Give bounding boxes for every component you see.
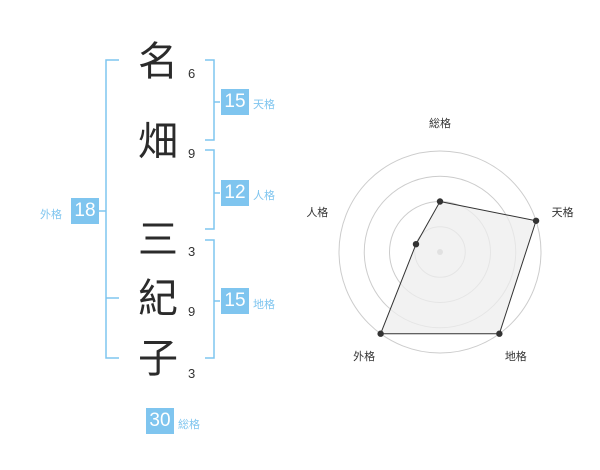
gaikaku-label: 外格 <box>40 208 62 221</box>
name-char-4: 紀 <box>138 276 178 322</box>
gaikaku-bracket <box>105 59 119 359</box>
name-char-2: 畑 <box>138 119 178 165</box>
radar-polygon <box>379 200 537 335</box>
jinkaku-label: 人格 <box>253 189 275 202</box>
name-char-3: 三 <box>138 217 178 263</box>
radar-axis-label-4: 外格 <box>353 350 376 364</box>
tenkaku-value: 15 <box>221 89 249 115</box>
radar-point-2 <box>532 217 540 224</box>
radar-axis-label-2: 天格 <box>551 206 574 220</box>
radar-axis-label-3: 地格 <box>504 350 527 364</box>
stroke-count-2: 9 <box>188 146 196 161</box>
stroke-count-3: 3 <box>188 244 196 259</box>
radar-axis-label-5: 人格 <box>306 206 329 220</box>
gaikaku-value: 18 <box>71 198 99 224</box>
chikaku-value: 15 <box>221 288 249 314</box>
jinkaku-value: 12 <box>221 180 249 206</box>
radar-axis-label-1: 総格 <box>429 117 451 130</box>
jinkaku-bracket <box>205 149 215 230</box>
tenkaku-label: 天格 <box>253 98 275 111</box>
stroke-count-5: 3 <box>188 366 196 381</box>
radar-point-3 <box>496 330 503 337</box>
radar-point-5 <box>412 240 420 248</box>
soukaku-value: 30 <box>146 408 174 434</box>
chikaku-bracket <box>205 239 215 359</box>
chikaku-label: 地格 <box>253 298 275 311</box>
soukaku-label: 総格 <box>178 418 200 431</box>
stroke-count-4: 9 <box>188 304 196 319</box>
stroke-count-1: 6 <box>188 66 196 81</box>
radar-ring <box>338 150 542 354</box>
tenkaku-bracket <box>205 59 215 141</box>
radar-point-1 <box>436 198 444 205</box>
name-char-1: 名 <box>138 39 178 85</box>
name-char-5: 子 <box>138 336 178 382</box>
radar-point-4 <box>377 330 384 337</box>
